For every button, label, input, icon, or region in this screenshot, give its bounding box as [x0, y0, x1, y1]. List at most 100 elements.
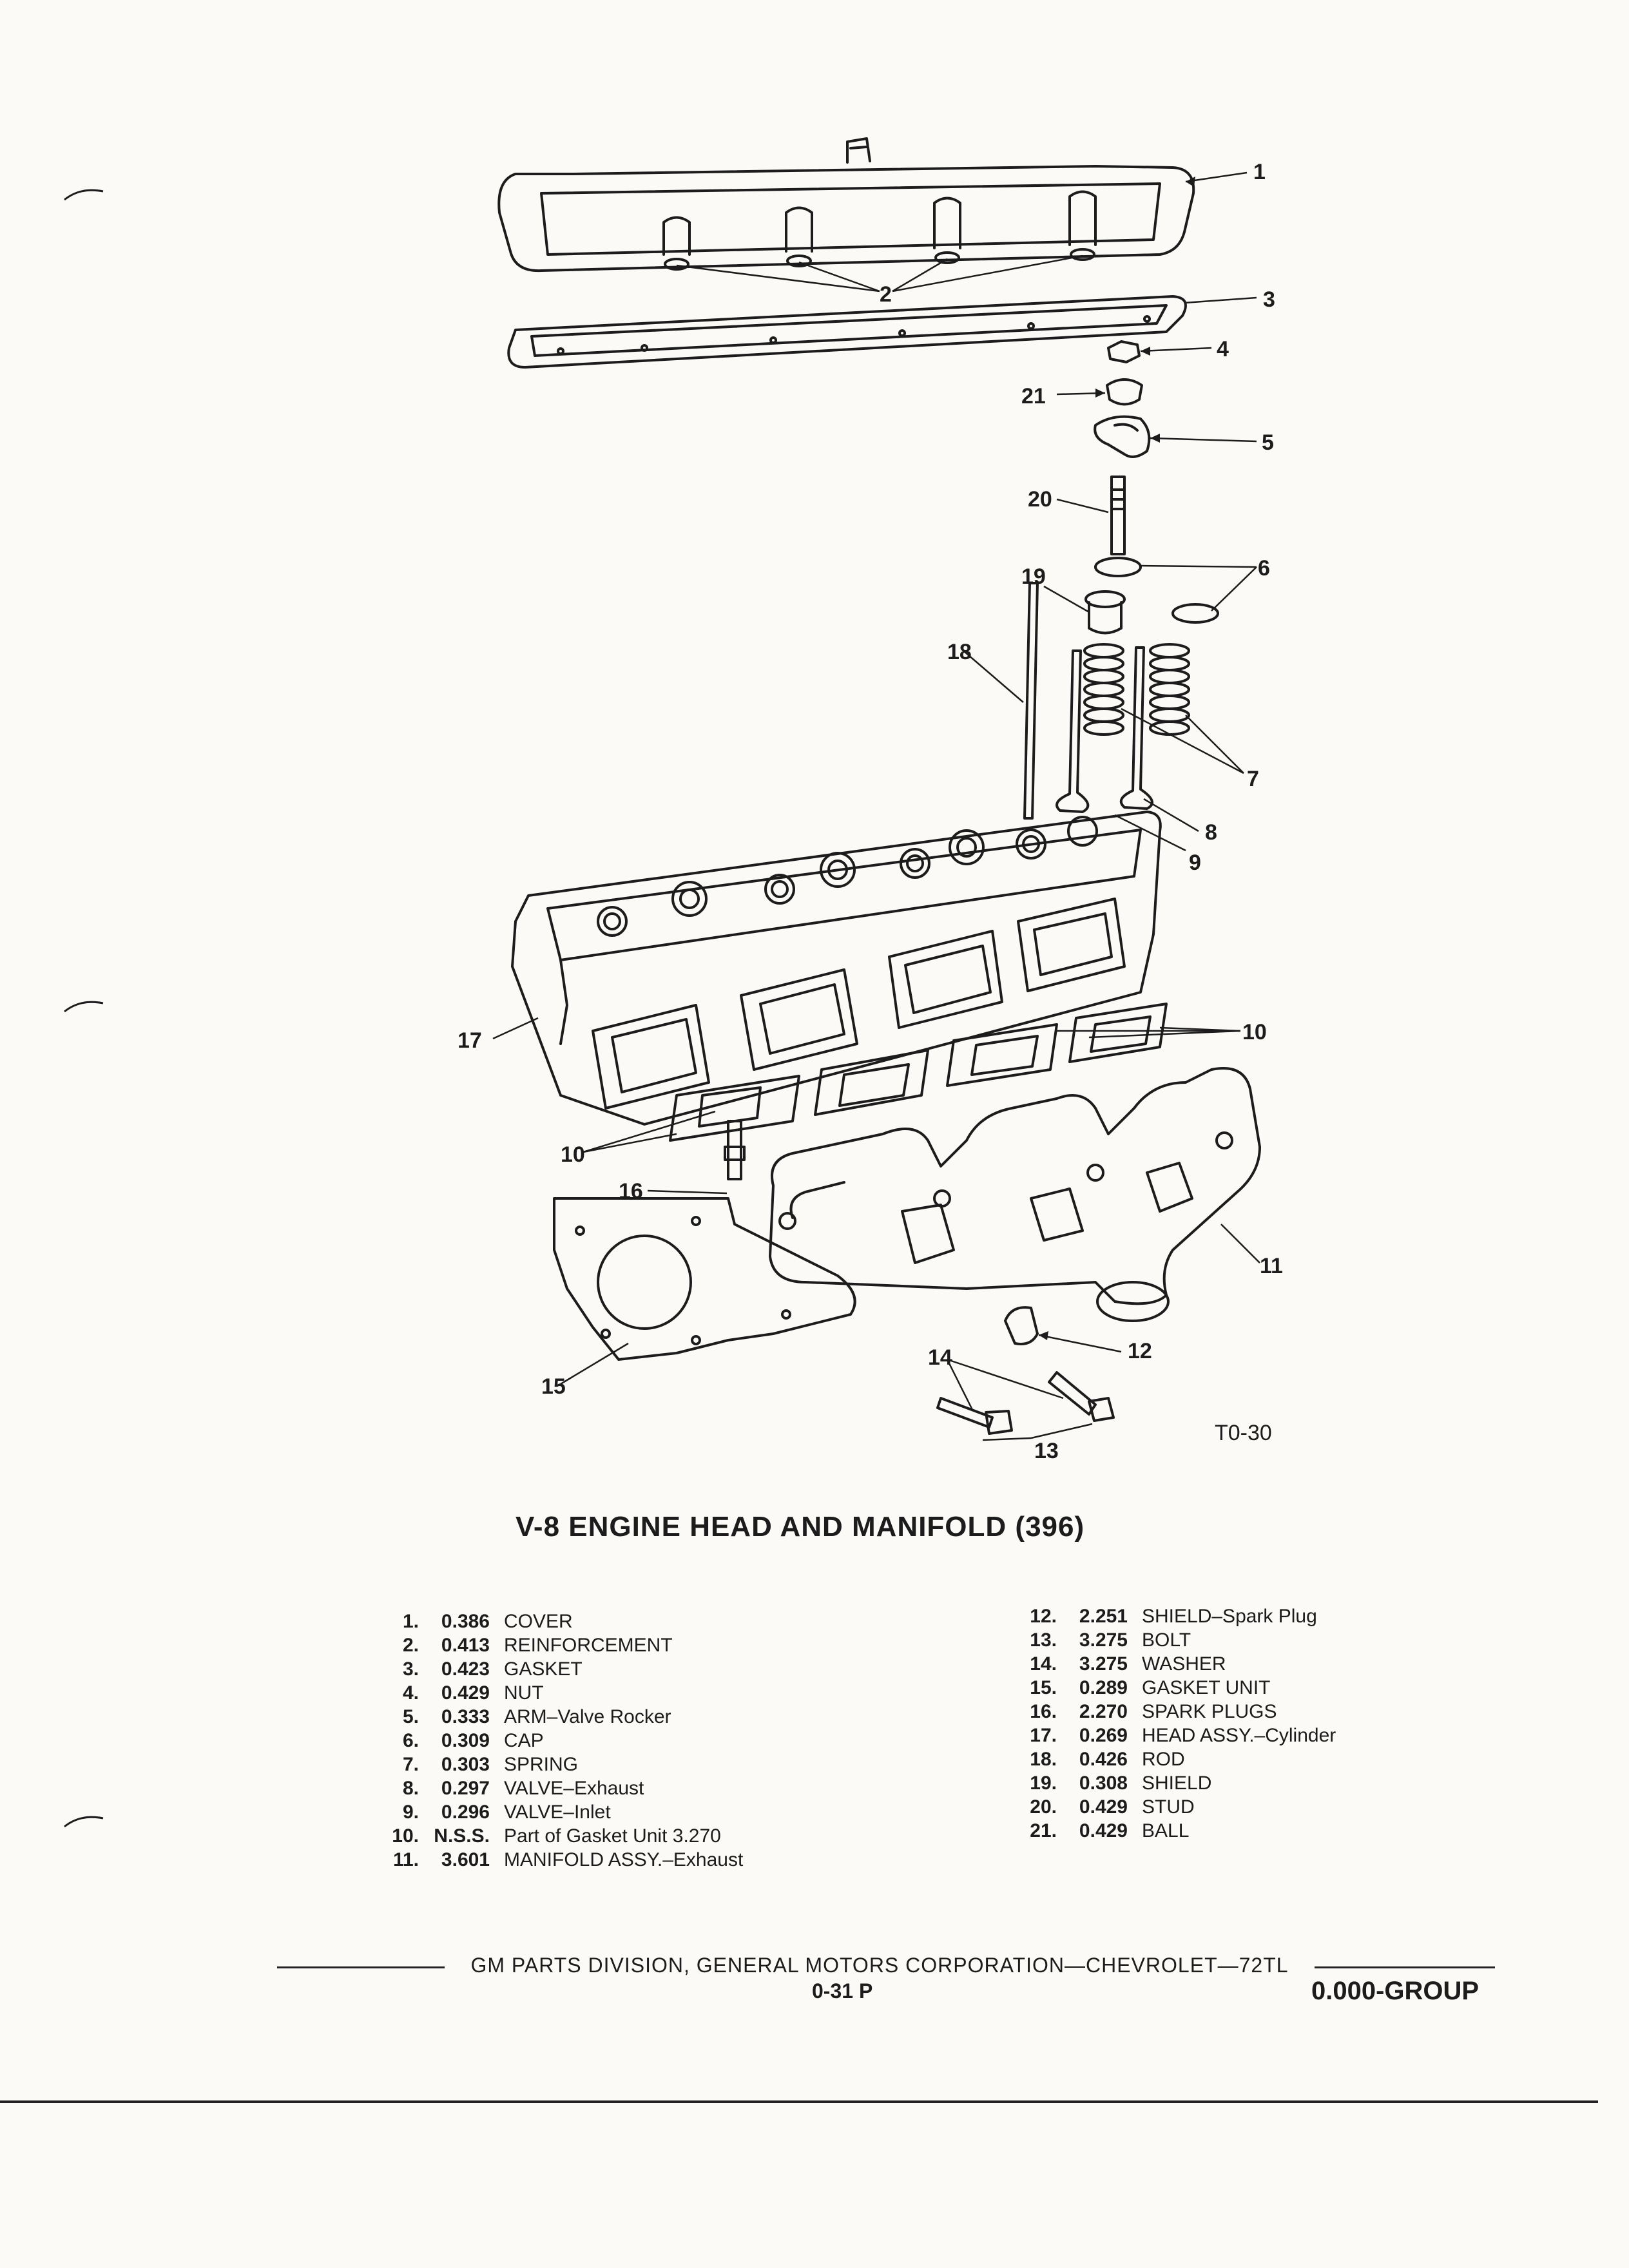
part-number: 14.: [1030, 1653, 1057, 1675]
part-code: 0.429: [1079, 1796, 1128, 1818]
part-code: 0.297: [441, 1778, 490, 1799]
part-description: ARM–Valve Rocker: [504, 1706, 671, 1727]
footer-organization: GM PARTS DIVISION, GENERAL MOTORS CORPOR…: [470, 1954, 1289, 1977]
part-description: STUD: [1142, 1796, 1195, 1818]
part-number: 4.: [402, 1682, 419, 1704]
part-code: 0.309: [441, 1730, 490, 1751]
footer-rule-left: [277, 1966, 445, 1968]
part-row: 4. 0.429 NUT: [371, 1681, 743, 1705]
part-code: 0.413: [441, 1635, 490, 1656]
callout-13: 13: [1034, 1439, 1059, 1463]
part-number: 10.: [392, 1825, 419, 1847]
part-number: 15.: [1030, 1677, 1057, 1698]
callout-3: 3: [1263, 287, 1275, 312]
callout-21: 21: [1021, 384, 1046, 408]
part-number: 2.: [402, 1635, 419, 1656]
part-code: 3.275: [1079, 1629, 1128, 1651]
part-number: 12.: [1030, 1606, 1057, 1627]
footer-rule-right: [1315, 1966, 1495, 1968]
part-code: 0.296: [441, 1802, 490, 1823]
part-code: 3.601: [441, 1849, 490, 1870]
part-description: WASHER: [1142, 1653, 1226, 1675]
part-code: 2.251: [1079, 1606, 1128, 1627]
bottom-rule: [0, 2100, 1598, 2103]
part-row: 7. 0.303 SPRING: [371, 1753, 743, 1776]
part-number: 5.: [402, 1706, 419, 1727]
callout-20: 20: [1028, 487, 1052, 512]
callout-10-upper: 10: [1242, 1020, 1267, 1044]
part-number: 11.: [392, 1849, 419, 1870]
part-row: 6. 0.309 CAP: [371, 1729, 743, 1753]
part-code: 0.303: [441, 1754, 490, 1775]
part-description: NUT: [504, 1682, 544, 1704]
figure-id: T0-30: [1215, 1421, 1272, 1445]
binder-mark-top: [64, 189, 104, 201]
callout-14: 14: [928, 1345, 952, 1370]
callout-1: 1: [1253, 160, 1266, 184]
callout-7: 7: [1247, 767, 1259, 791]
part-code: 0.426: [1079, 1749, 1128, 1770]
group-label: 0.000-GROUP: [1311, 1977, 1480, 2005]
head-gasket: [553, 1197, 856, 1361]
part-number: 17.: [1030, 1725, 1057, 1746]
callout-16: 16: [619, 1179, 643, 1204]
part-description: BALL: [1142, 1820, 1190, 1841]
part-row: 14. 3.275 WASHER: [1008, 1652, 1336, 1676]
part-description: CAP: [504, 1730, 544, 1751]
part-description: SPARK PLUGS: [1142, 1701, 1277, 1722]
part-number: 9.: [402, 1802, 419, 1823]
callout-19: 19: [1021, 564, 1046, 589]
page-number: 0-31 P: [812, 1979, 873, 2003]
part-code: 0.308: [1079, 1773, 1128, 1794]
callout-9: 9: [1189, 850, 1201, 875]
part-number: 1.: [402, 1611, 419, 1632]
part-description: SHIELD: [1142, 1773, 1212, 1794]
binder-mark-bottom: [64, 1816, 104, 1828]
part-number: 6.: [402, 1730, 419, 1751]
part-number: 20.: [1030, 1796, 1057, 1818]
part-code: N.S.S.: [434, 1825, 490, 1847]
part-code: 0.386: [441, 1611, 490, 1632]
callout-5: 5: [1262, 430, 1274, 455]
callout-15: 15: [541, 1374, 566, 1399]
part-description: BOLT: [1142, 1629, 1191, 1651]
part-code: 0.333: [441, 1706, 490, 1727]
manifold-gaskets: [669, 1003, 1168, 1142]
part-number: 7.: [402, 1754, 419, 1775]
part-description: GASKET: [504, 1658, 583, 1680]
part-code: 2.270: [1079, 1701, 1128, 1722]
part-row: 5. 0.333 ARM–Valve Rocker: [371, 1705, 743, 1729]
part-number: 8.: [402, 1778, 419, 1799]
part-description: SHIELD–Spark Plug: [1142, 1606, 1317, 1627]
part-code: 0.269: [1079, 1725, 1128, 1746]
part-code: 0.289: [1079, 1677, 1128, 1698]
part-row: 20. 0.429 STUD: [1008, 1795, 1336, 1819]
part-number: 19.: [1030, 1773, 1057, 1794]
part-description: REINFORCEMENT: [504, 1635, 673, 1656]
part-number: 21.: [1030, 1820, 1057, 1841]
exploded-view-illustration: [492, 137, 1261, 1441]
part-code: 0.429: [441, 1682, 490, 1704]
binder-mark-middle: [64, 1001, 104, 1013]
callout-4: 4: [1217, 337, 1229, 361]
part-code: 0.429: [1079, 1820, 1128, 1841]
callout-18: 18: [947, 640, 972, 664]
exhaust-manifold: [769, 1067, 1261, 1322]
part-code: 0.423: [441, 1658, 490, 1680]
part-description: ROD: [1142, 1749, 1185, 1770]
callout-6: 6: [1258, 556, 1270, 581]
cover-gasket: [507, 295, 1187, 369]
part-description: SPRING: [504, 1754, 579, 1775]
part-row: 2. 0.413 REINFORCEMENT: [371, 1633, 743, 1657]
part-row: 10.N.S.S.Part of Gasket Unit 3.270: [371, 1824, 743, 1848]
part-description: COVER: [504, 1611, 573, 1632]
part-code: 3.275: [1079, 1653, 1128, 1675]
